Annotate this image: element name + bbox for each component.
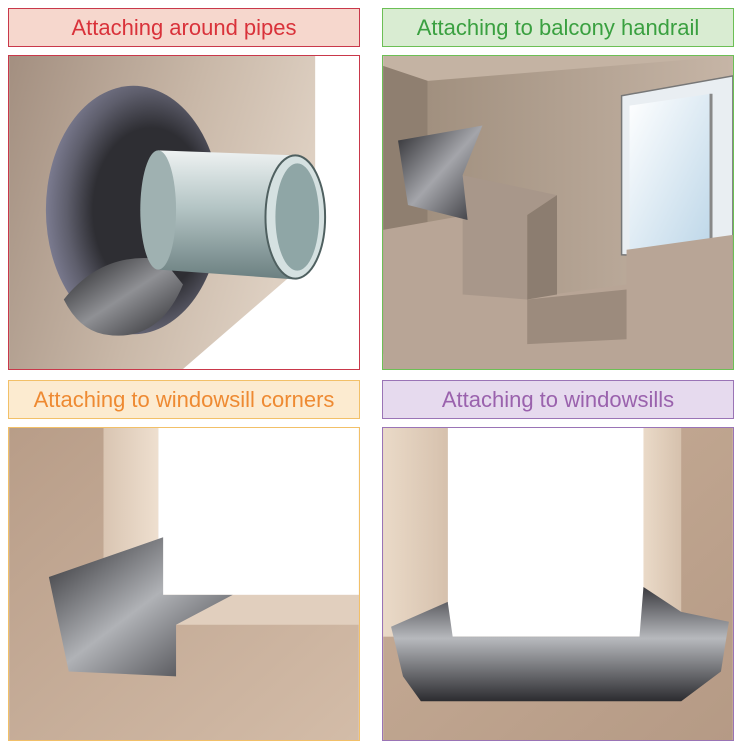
pipe-interior xyxy=(275,163,319,270)
pipe-flashing-svg xyxy=(9,56,359,369)
windowsill-corner-svg xyxy=(9,428,359,740)
left-jamb xyxy=(383,428,448,637)
window-opening xyxy=(448,428,672,637)
window-glass xyxy=(630,94,711,257)
balcony-handrail-flashing-illustration xyxy=(382,55,734,370)
panel-title-windowsills: Attaching to windowsills xyxy=(382,380,734,419)
windowsill-flashing-illustration xyxy=(382,427,734,741)
panel-title-pipes: Attaching around pipes xyxy=(8,8,360,47)
pipe-base xyxy=(140,150,176,269)
panel-title-windowsill-corners: Attaching to windowsill corners xyxy=(8,380,360,419)
balcony-svg xyxy=(383,56,733,369)
right-jamb xyxy=(643,428,681,612)
windowsill-corner-flashing-illustration xyxy=(8,427,360,741)
panel-title-balcony-handrail: Attaching to balcony handrail xyxy=(382,8,734,47)
window-opening xyxy=(158,428,359,595)
pipe-flashing-illustration xyxy=(8,55,360,370)
windowsill-svg xyxy=(383,428,733,740)
